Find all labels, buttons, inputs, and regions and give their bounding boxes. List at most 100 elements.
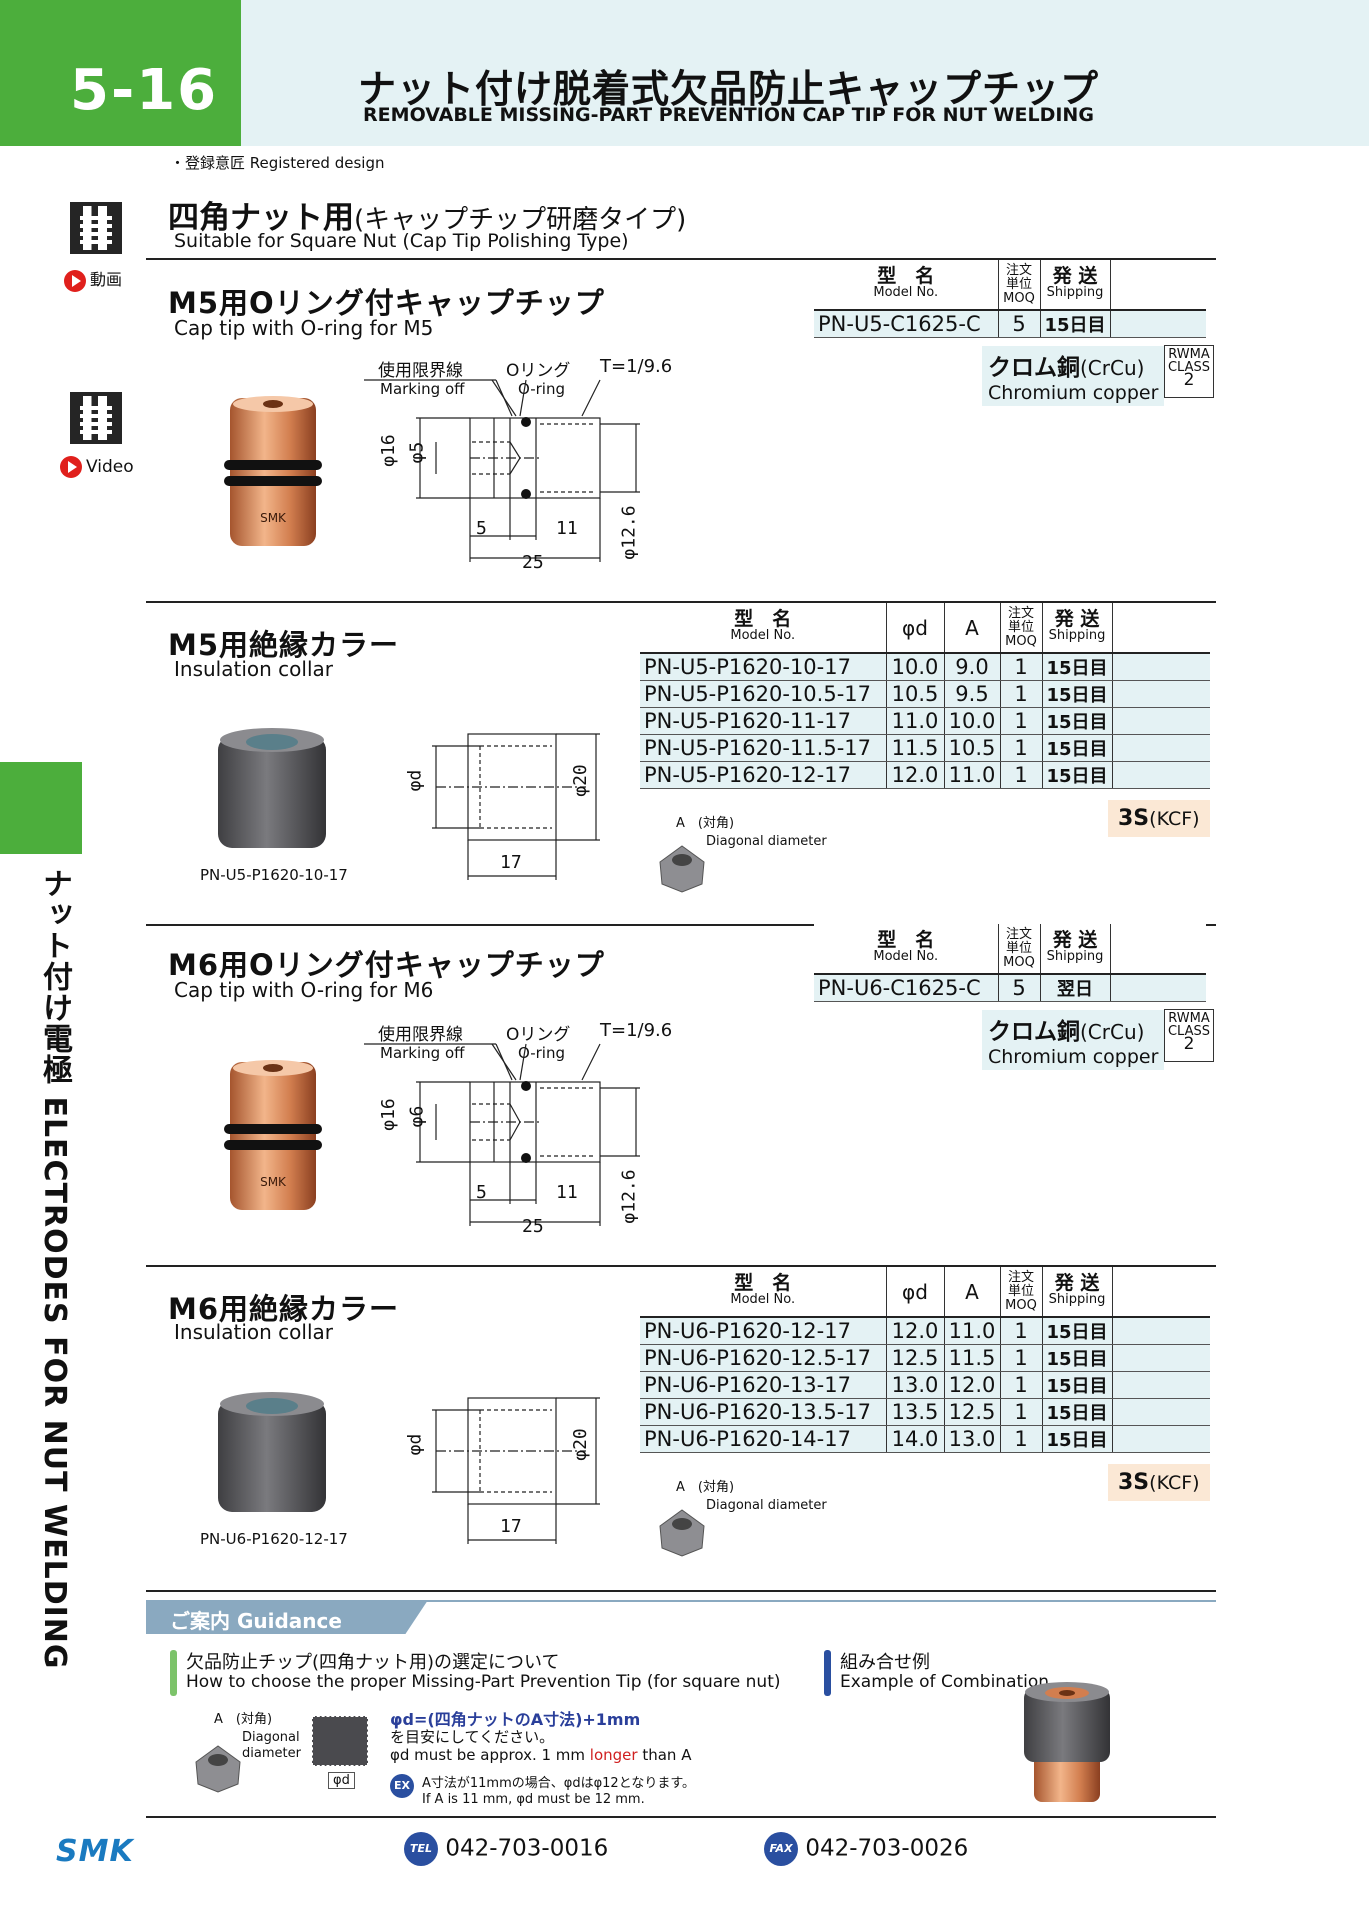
header-page-tab	[0, 0, 241, 146]
diag-label-en: Diagonal diameter	[706, 834, 827, 849]
dim-phi5: φ5	[406, 441, 428, 464]
label-oring-en: O-ring	[518, 380, 565, 398]
company-logo: SMK	[56, 1834, 134, 1869]
collar-section-icon	[312, 1716, 368, 1766]
label-marking-off-jp: 使用限界線	[378, 1025, 463, 1045]
label-oring-jp: Oリング	[506, 1025, 571, 1045]
dim-phi20: φ20	[569, 764, 591, 797]
dim-phi126: φ12.6	[618, 1169, 640, 1224]
page-number: 5-16	[70, 58, 219, 123]
footer-divider	[146, 1816, 1216, 1818]
diag-label: A (対角)	[676, 816, 735, 831]
video-link-jp[interactable]: 動画	[64, 266, 122, 292]
footer-fax[interactable]: FAX 042-703-0026	[764, 1832, 968, 1866]
m6-cap-photo: SMK	[224, 1060, 322, 1210]
divider	[146, 1590, 1216, 1592]
brand-mark: SMK	[260, 1175, 287, 1189]
divider	[146, 258, 1216, 260]
guidance-diag-en: Diagonal	[242, 1730, 300, 1745]
side-category-label: ナット付け電極 ELECTRODES FOR NUT WELDING	[37, 868, 72, 1670]
qr-code-icon[interactable]	[70, 392, 122, 444]
square-nut-icon	[195, 1745, 241, 1793]
m5-collar-photo	[218, 728, 326, 848]
m5-collar-caption: PN-U5-P1620-10-17	[200, 866, 348, 884]
label-marking-off-en: Marking off	[380, 380, 465, 398]
divider	[146, 924, 1216, 926]
guidance-example-jp: A寸法が11mmの場合、φdはφ12となります。	[422, 1776, 696, 1791]
guidance-diameter-en: diameter	[242, 1746, 301, 1761]
label-marking-off-jp: 使用限界線	[378, 361, 463, 381]
combination-photo	[1024, 1682, 1110, 1802]
guidance-heading-en: How to choose the proper Missing-Part Pr…	[186, 1672, 781, 1692]
label-oring-jp: Oリング	[506, 361, 571, 381]
guidance-a-label: A (対角)	[214, 1712, 273, 1727]
tel-icon: TEL	[404, 1832, 438, 1866]
guidance-heading-jp: 欠品防止チップ(四角ナット用)の選定について	[186, 1652, 560, 1673]
label-oring-en: O-ring	[518, 1044, 565, 1062]
page-title-en: REMOVABLE MISSING-PART PREVENTION CAP TI…	[363, 104, 1094, 126]
m5-cap-material: クロム銅(CrCu)Chromium copper	[982, 346, 1165, 406]
dim-11: 11	[556, 1182, 578, 1203]
qr-code-icon[interactable]	[70, 202, 122, 254]
accent-bar	[170, 1650, 177, 1696]
section-title-en: Suitable for Square Nut (Cap Tip Polishi…	[174, 230, 629, 252]
guidance-header: ご案内 Guidance	[146, 1600, 428, 1634]
combination-heading-jp: 組み合せ例	[840, 1652, 930, 1673]
m5-cap-photo: SMK	[224, 396, 322, 546]
guidance-rule-jp2: を目安にしてください。	[390, 1728, 555, 1746]
m5-cap-title-en: Cap tip with O-ring for M5	[174, 316, 434, 340]
registered-design-note: ・登録意匠 Registered design	[170, 154, 385, 172]
divider	[146, 1265, 1216, 1267]
page-title-jp: ナット付け脱着式欠品防止キャップチップ	[357, 67, 1099, 111]
combination-heading-en: Example of Combination	[840, 1672, 1050, 1692]
dim-phi126: φ12.6	[618, 505, 640, 560]
guidance-rule-jp: φd=(四角ナットのA寸法)+1mm	[390, 1710, 641, 1729]
dim-phid: φd	[404, 769, 426, 792]
m5-collar-title-jp: M5用絶縁カラー	[168, 628, 400, 662]
dim-17: 17	[500, 1516, 522, 1537]
brand-mark: SMK	[260, 511, 287, 525]
video-link-en[interactable]: Video	[60, 456, 134, 478]
example-badge-icon: EX	[390, 1774, 414, 1798]
guidance-example-en: If A is 11 mm, φd must be 12 mm.	[422, 1792, 645, 1807]
m6-collar-title-en: Insulation collar	[174, 1320, 333, 1344]
play-icon	[64, 269, 86, 292]
m6-cap-material: クロム銅(CrCu)Chromium copper	[982, 1010, 1165, 1070]
dim-25: 25	[522, 1216, 544, 1237]
dim-25: 25	[522, 552, 544, 573]
guidance-line	[146, 1600, 1216, 1602]
m5-collar-material: 3S(KCF)	[1108, 800, 1210, 837]
dim-phid: φd	[404, 1433, 426, 1456]
fax-icon: FAX	[764, 1832, 798, 1866]
header-bar	[241, 0, 1369, 146]
m6-collar-drawing	[432, 1397, 600, 1544]
play-icon	[60, 456, 82, 478]
m5-cap-title-jp: M5用Oリング付キャップチップ	[168, 286, 605, 320]
m6-collar-title-jp: M6用絶縁カラー	[168, 1292, 400, 1326]
dim-5: 5	[476, 518, 487, 539]
m6-cap-title-jp: M6用Oリング付キャップチップ	[168, 948, 605, 982]
square-nut-icon	[659, 845, 705, 893]
label-taper: T=1/9.6	[600, 356, 673, 377]
guidance-phid: φd	[328, 1772, 355, 1789]
section-title-jp: 四角ナット用(キャップチップ研磨タイプ)	[168, 200, 687, 236]
diag-label: A (対角)	[676, 1480, 735, 1495]
side-tab	[0, 762, 82, 854]
dim-phi6: φ6	[406, 1105, 428, 1128]
square-nut-icon	[659, 1509, 705, 1557]
m5-collar-title-en: Insulation collar	[174, 657, 333, 681]
footer-tel[interactable]: TEL 042-703-0016	[404, 1832, 608, 1866]
dim-phi16: φ16	[377, 434, 399, 467]
